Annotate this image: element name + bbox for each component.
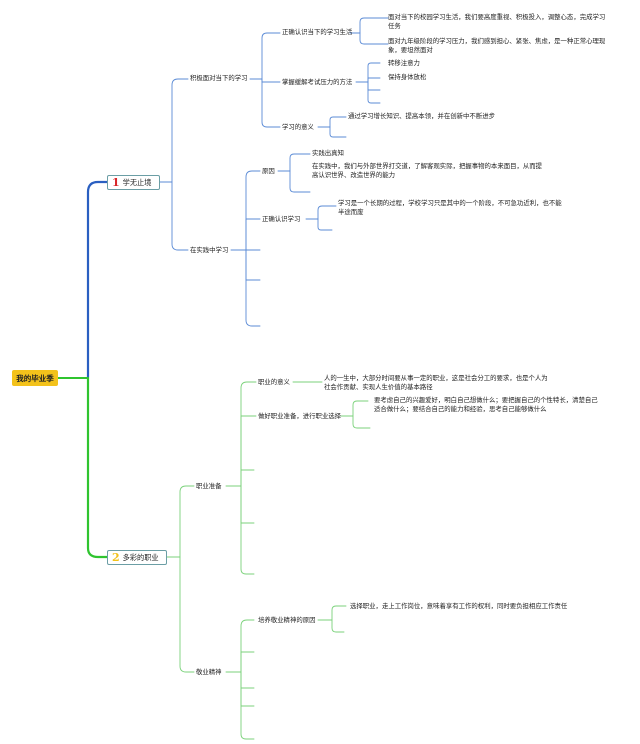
topic-practice[interactable]: 在实践中学习: [190, 246, 229, 254]
leaf-correct-1[interactable]: 面对当下的校园学习生活，我们要高度重视、积极投入，调整心态，完成学习任务: [388, 13, 606, 30]
leaf-career-meaning-1[interactable]: 人的一生中，大部分时间要从事一定的职业，这是社会分工的要求，也是个人为社会作贡献…: [324, 374, 548, 391]
leaf-method-1[interactable]: 转移注意力: [388, 59, 420, 67]
leaf-reason-1[interactable]: 实践出真知: [312, 149, 344, 157]
node-stress-methods[interactable]: 掌握缓解考试压力的方法: [282, 78, 353, 86]
leaf-method-2[interactable]: 保持身体放松: [388, 73, 427, 81]
node-correct-learning[interactable]: 正确认识学习: [262, 215, 301, 223]
leaf-dedication-reason-1[interactable]: 选择职业，走上工作岗位，意味着享有工作的权利，同时要负担相应工作责任: [350, 602, 568, 610]
branch-2-node[interactable]: 2 多彩的职业: [107, 550, 167, 565]
branch-1-number: 1: [112, 176, 120, 189]
leaf-reason-2[interactable]: 在实践中，我们与外部世界打交道，了解客观实际，把握事物的本来面目，从而提高认识世…: [312, 162, 543, 179]
branch-2-number: 2: [112, 551, 120, 564]
node-career-meaning[interactable]: 职业的意义: [258, 378, 290, 386]
leaf-meaning-1[interactable]: 通过学习增长知识、提高本领，并在创新中不断进步: [348, 112, 495, 120]
branch-1-label: 学无止境: [122, 177, 152, 187]
leaf-career-choice-1[interactable]: 要考虑自己的兴趣爱好，明白自己想做什么；要把握自己的个性特长，清楚自己适合做什么…: [374, 396, 598, 413]
topic-dedication[interactable]: 敬业精神: [196, 668, 222, 676]
topic-career-prep[interactable]: 职业准备: [196, 482, 222, 490]
node-career-choice[interactable]: 做好职业准备，进行职业选择: [258, 412, 342, 420]
topic-face-study[interactable]: 积极面对当下的学习: [190, 74, 248, 82]
root-node[interactable]: 我的毕业季: [12, 370, 58, 386]
leaf-correct-2[interactable]: 面对九年级阶段的学习压力，我们感到担心、紧张、焦虑，是一种正常心理现象，要坦然面…: [388, 37, 606, 54]
leaf-correct-learning-1[interactable]: 学习是一个长期的过程，学校学习只是其中的一个阶段，不可急功近利，也不能半途而废: [338, 199, 562, 216]
branch-1-node[interactable]: 1 学无止境: [107, 175, 160, 190]
node-dedication-reason[interactable]: 培养敬业精神的原因: [258, 616, 316, 624]
node-study-meaning[interactable]: 学习的意义: [282, 123, 314, 131]
branch-2-label: 多彩的职业: [122, 552, 159, 562]
node-correct-understanding[interactable]: 正确认识当下的学习生活: [282, 28, 353, 36]
node-reason[interactable]: 原因: [262, 167, 275, 175]
